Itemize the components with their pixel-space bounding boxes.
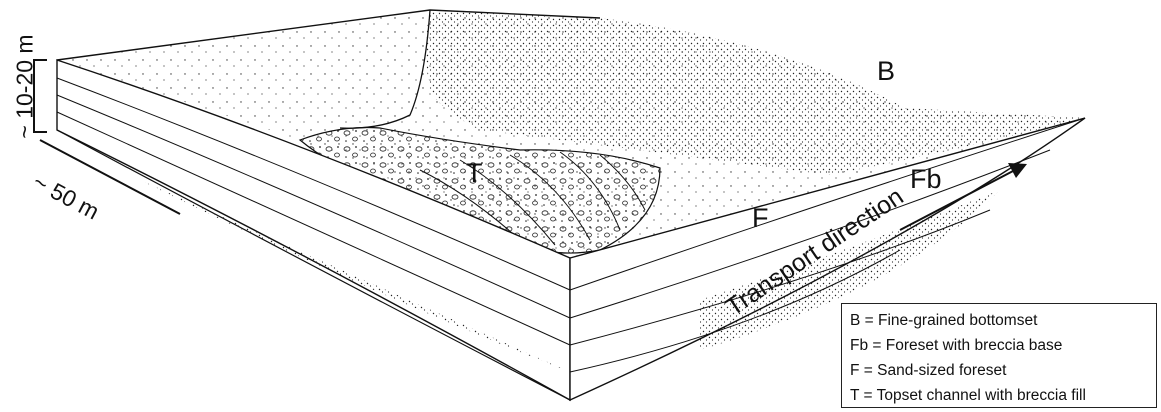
legend-item: B = Fine-grained bottomset	[850, 308, 1148, 333]
label-topset: T	[466, 160, 483, 187]
legend-item: F = Sand-sized foreset	[850, 358, 1148, 383]
height-scale-label: ~ 10-20 m	[14, 32, 37, 142]
legend-item: Fb = Foreset with breccia base	[850, 333, 1148, 358]
label-foreset-breccia: Fb	[910, 166, 942, 193]
label-bottomset: B	[877, 58, 895, 85]
label-foreset: F	[752, 205, 769, 232]
legend: B = Fine-grained bottomset Fb = Foreset …	[841, 303, 1157, 408]
legend-item: T = Topset channel with breccia fill	[850, 383, 1148, 408]
